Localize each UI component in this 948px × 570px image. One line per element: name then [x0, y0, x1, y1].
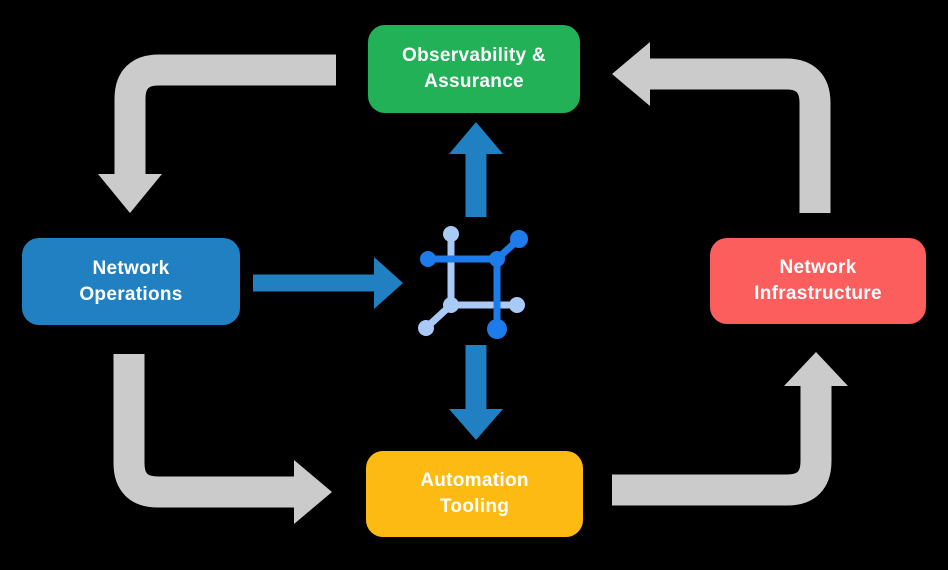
arrow-observability-to-operations-shaft [114, 54, 336, 176]
fabric-icon-light-group [418, 226, 525, 336]
fabric-icon-dark-group [420, 230, 528, 339]
node-infrastructure: Network Infrastructure [710, 238, 926, 324]
arrow-automation-to-infrastructure-shaft [612, 386, 832, 506]
fabric-icon-topright-corner-node [489, 251, 505, 267]
node-automation-label-line1: Automation [420, 470, 529, 491]
node-observability-label-line1: Observability & [402, 45, 546, 66]
fabric-icon-bottomleft-node [418, 320, 434, 336]
node-infrastructure-label-line2: Infrastructure [754, 283, 882, 304]
node-operations-label-line1: Network [92, 257, 170, 279]
node-automation-label-line2: Tooling [439, 496, 510, 517]
arrow-operations-to-center-head [374, 257, 403, 309]
node-observability-label-line2: Assurance [424, 71, 524, 92]
arrow-infrastructure-to-observability-shaft [650, 58, 831, 213]
arrow-center-to-automation-head [449, 409, 503, 440]
node-operations-label-line2: Operations [79, 283, 183, 305]
arrow-infrastructure-to-observability-head [612, 42, 650, 106]
fabric-icon-topright-node [510, 230, 528, 248]
arrow-observability-to-operations-head [98, 174, 162, 213]
fabric-icon-right-node [509, 297, 525, 313]
network-fabric-icon [418, 226, 528, 339]
fabric-icon-bottomleft-corner-node [443, 297, 459, 313]
arrow-operations-to-automation-shaft [113, 354, 294, 508]
arrow-operations-to-automation-head [294, 460, 332, 524]
arrow-automation-to-infrastructure-head [784, 352, 848, 386]
node-infrastructure-label-line1: Network [779, 257, 857, 278]
node-observability: Observability & Assurance [368, 25, 580, 113]
fabric-icon-left-node [420, 251, 436, 267]
fabric-icon-bottom-node [487, 319, 507, 339]
arrow-center-to-observability-head [449, 122, 503, 154]
node-operations: Network Operations [22, 238, 240, 325]
node-automation: Automation Tooling [366, 451, 583, 537]
fabric-icon-top-node [443, 226, 459, 242]
